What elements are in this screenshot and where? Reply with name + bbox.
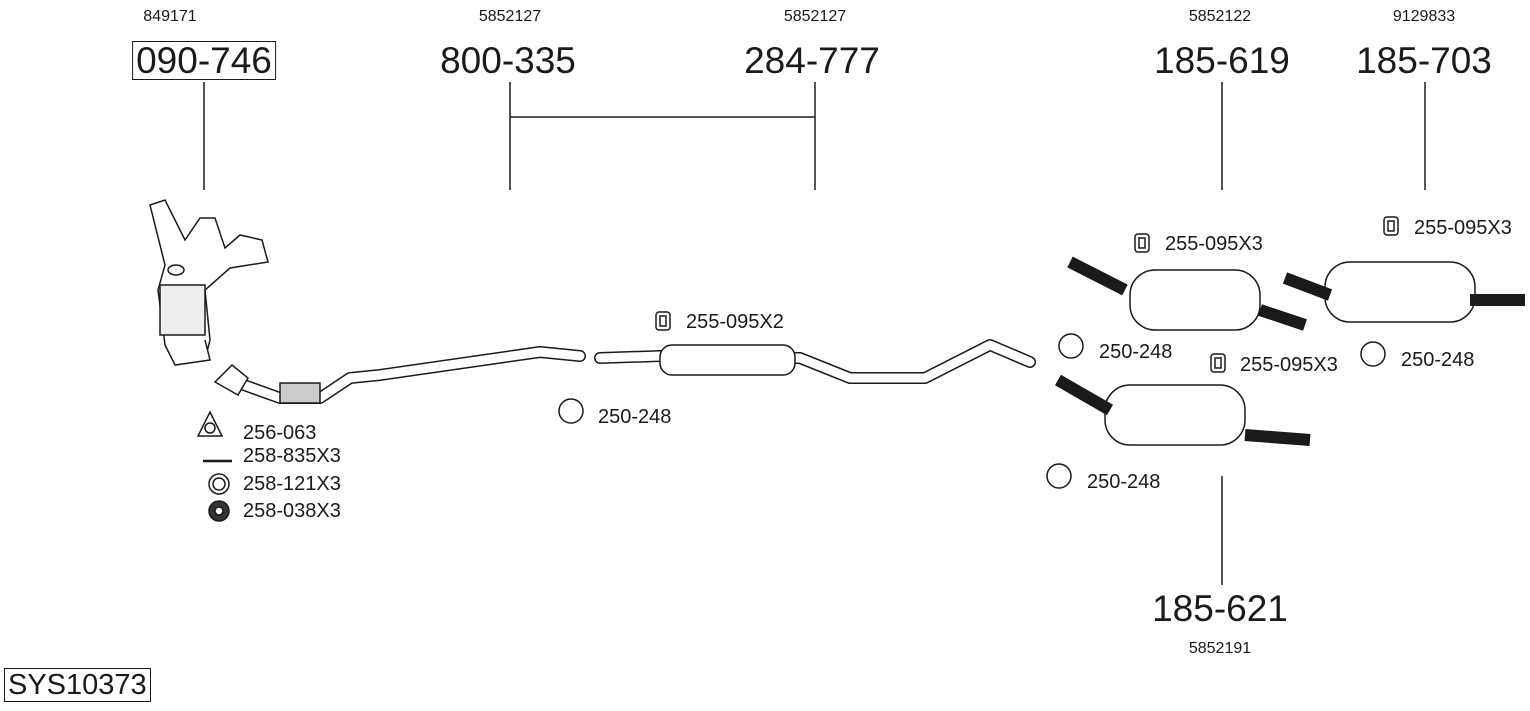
clamp-icon — [558, 398, 584, 424]
accessory-label[interactable]: 250-248 — [1087, 471, 1161, 493]
part-number-label[interactable]: 800-335 — [440, 40, 576, 81]
rear-silencer-part — [1104, 384, 1246, 446]
clamp-icon — [1046, 463, 1072, 489]
part-number-label[interactable]: 090-746 — [132, 41, 276, 80]
rubber-mount-icon — [1383, 216, 1399, 236]
oe-number: 5852122 — [1188, 8, 1252, 25]
middle-silencer-part — [659, 344, 796, 376]
accessory-label[interactable]: 258-121X3 — [243, 473, 341, 495]
oe-number: 849171 — [143, 8, 197, 25]
rubber-mount-icon — [1134, 233, 1150, 253]
accessory-label[interactable]: 250-248 — [1099, 341, 1173, 363]
manifold-catalyst-part — [149, 199, 269, 366]
oe-number: 5852127 — [783, 8, 847, 25]
rear-silencer-part — [1324, 261, 1476, 323]
clamp-icon — [1360, 341, 1386, 367]
accessory-label[interactable]: 256-063 — [243, 422, 317, 444]
accessory-label[interactable]: 250-248 — [1401, 349, 1475, 371]
part-number-label[interactable]: 284-777 — [744, 40, 880, 81]
part-number-label[interactable]: 185-619 — [1154, 40, 1290, 81]
system-id: SYS10373 — [4, 668, 151, 702]
part-number-label[interactable]: 185-703 — [1356, 40, 1492, 81]
part-number-label[interactable]: 185-621 — [1152, 588, 1288, 629]
rubber-mount-icon — [1210, 353, 1226, 373]
accessory-label[interactable]: 255-095X2 — [686, 311, 784, 333]
accessory-label[interactable]: 255-095X3 — [1414, 217, 1512, 239]
rubber-mount-icon — [655, 311, 671, 331]
rear-silencer-part — [1129, 269, 1261, 331]
accessory-label[interactable]: 255-095X3 — [1240, 354, 1338, 376]
clamp-icon — [1058, 333, 1084, 359]
oe-number: 5852191 — [1188, 640, 1252, 657]
accessory-label[interactable]: 258-835X3 — [243, 445, 341, 467]
accessory-label[interactable]: 250-248 — [598, 406, 672, 428]
accessory-label[interactable]: 255-095X3 — [1165, 233, 1263, 255]
accessory-label[interactable]: 258-038X3 — [243, 500, 341, 522]
oe-number: 9129833 — [1392, 8, 1456, 25]
oe-number: 5852127 — [478, 8, 542, 25]
